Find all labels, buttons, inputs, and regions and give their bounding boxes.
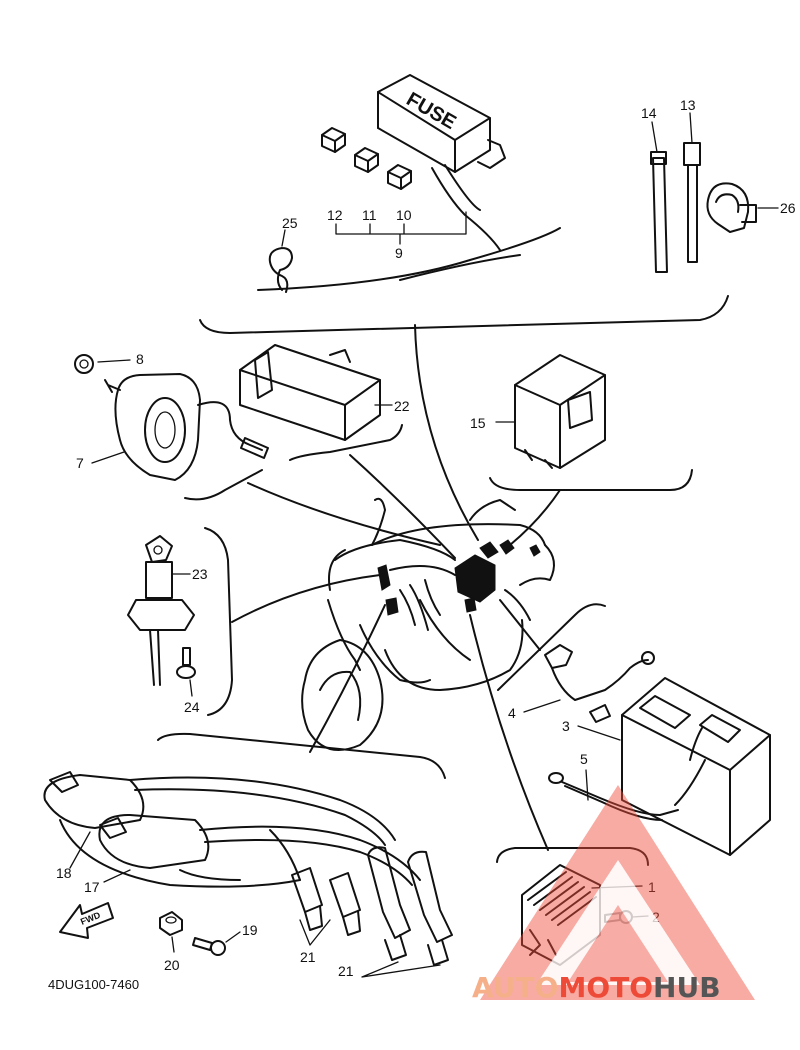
callout-5: 5	[580, 751, 588, 767]
clip-25	[268, 247, 293, 293]
main-harness-curve	[257, 227, 561, 291]
bracket-relay-group	[489, 469, 693, 491]
callout-26: 26	[780, 200, 796, 216]
callout-11: 11	[362, 207, 377, 223]
relay-15	[514, 354, 606, 469]
callout-13: 13	[680, 97, 696, 113]
leader-main-switch	[231, 574, 381, 623]
leader-7	[91, 451, 125, 464]
leader-cdi	[349, 454, 456, 559]
spark-plug-cap-c	[367, 846, 411, 961]
callout-4: 4	[508, 705, 516, 721]
fuse-box: FUSE	[377, 74, 506, 173]
callout-15: 15	[470, 415, 486, 431]
bracket-horn-group	[184, 469, 263, 501]
harness-junction	[377, 539, 541, 631]
cap-20	[159, 911, 183, 936]
leader-fuse	[414, 324, 479, 541]
main-harness-curve-2	[399, 254, 521, 281]
callout-7: 7	[76, 455, 84, 471]
leader-8	[97, 359, 131, 363]
leader-5	[585, 769, 589, 801]
leader-3	[577, 725, 621, 741]
leader-14	[651, 121, 658, 153]
leader-20	[171, 936, 175, 953]
nut-8	[74, 354, 94, 374]
leader-4	[523, 699, 561, 713]
bracket-rectifier-group	[496, 847, 649, 866]
leader-horn	[247, 482, 441, 546]
cable-tie-13	[683, 142, 701, 263]
watermark-part-1: AUTO	[472, 971, 558, 1004]
horn-7	[104, 373, 269, 481]
leader-21b	[361, 961, 441, 978]
watermark-triangle-inner	[536, 860, 700, 985]
bracket-main-switch-group	[204, 527, 233, 716]
bolt-19	[192, 937, 226, 956]
clamp-26	[706, 182, 757, 233]
leader-21a	[299, 919, 331, 946]
callout-2: 2	[652, 909, 660, 925]
callout-10: 10	[396, 207, 412, 223]
lead-wire-4	[544, 644, 655, 723]
leader-18	[69, 831, 91, 869]
main-switch-23	[127, 535, 195, 686]
cable-tie-14	[650, 151, 668, 273]
fuse-callout-bracket	[335, 211, 467, 245]
callout-20: 20	[164, 957, 180, 973]
callout-17: 17	[84, 879, 100, 895]
fwd-arrow-icon: FWD	[59, 902, 114, 939]
callout-9: 9	[395, 245, 403, 261]
motorcycle-outline	[301, 497, 555, 751]
callout-24: 24	[184, 699, 200, 715]
callout-8: 8	[136, 351, 144, 367]
callout-1: 1	[648, 879, 656, 895]
fuse-wire-bundle	[431, 164, 501, 251]
fuse-box-label: FUSE	[403, 88, 460, 134]
callout-18: 18	[56, 865, 72, 881]
bracket-fuse-group	[199, 295, 729, 334]
leader-25	[281, 229, 286, 247]
watermark-triangle-core	[568, 905, 668, 982]
callout-21a: 21	[300, 949, 316, 965]
leader-coil	[309, 604, 386, 753]
leader-relay	[509, 489, 561, 546]
callout-19: 19	[242, 922, 258, 938]
leader-19	[225, 931, 241, 943]
cable-5	[548, 759, 706, 821]
fuse-10	[387, 164, 412, 190]
hv-leads	[59, 776, 421, 888]
bracket-cdi-group	[289, 424, 403, 461]
battery-3	[621, 677, 771, 856]
fuse-11	[354, 147, 379, 173]
leader-rectifier	[469, 614, 549, 851]
ignition-coil-18	[43, 771, 145, 829]
diagram-code: 4DUG100-7460	[48, 977, 139, 992]
leader-17	[103, 869, 131, 883]
callout-23: 23	[192, 566, 208, 582]
leader-13	[689, 112, 693, 144]
screw-24	[176, 647, 196, 679]
leader-battery	[499, 599, 541, 651]
spark-plug-cap-d	[407, 850, 453, 966]
callout-21b: 21	[338, 963, 354, 979]
leader-24	[189, 679, 193, 697]
bracket-ignition-coil-group	[157, 732, 446, 779]
watermark-part-2: MOTO	[558, 971, 653, 1004]
callout-3: 3	[562, 718, 570, 734]
callout-22: 22	[394, 398, 410, 414]
watermark-part-3: HUB	[653, 971, 721, 1004]
cdi-unit-22	[239, 344, 381, 441]
callout-12: 12	[327, 207, 343, 223]
spark-plug-cap-a	[291, 867, 323, 931]
watermark-logo	[480, 785, 755, 1000]
callout-14: 14	[641, 105, 657, 121]
ignition-coil-17	[98, 814, 210, 869]
bracket-battery-group	[497, 603, 606, 691]
watermark-text: AUTOMOTOHUB	[472, 971, 721, 1004]
callout-25: 25	[282, 215, 298, 231]
fuse-12	[321, 127, 346, 153]
spark-plug-cap-b	[329, 872, 361, 936]
